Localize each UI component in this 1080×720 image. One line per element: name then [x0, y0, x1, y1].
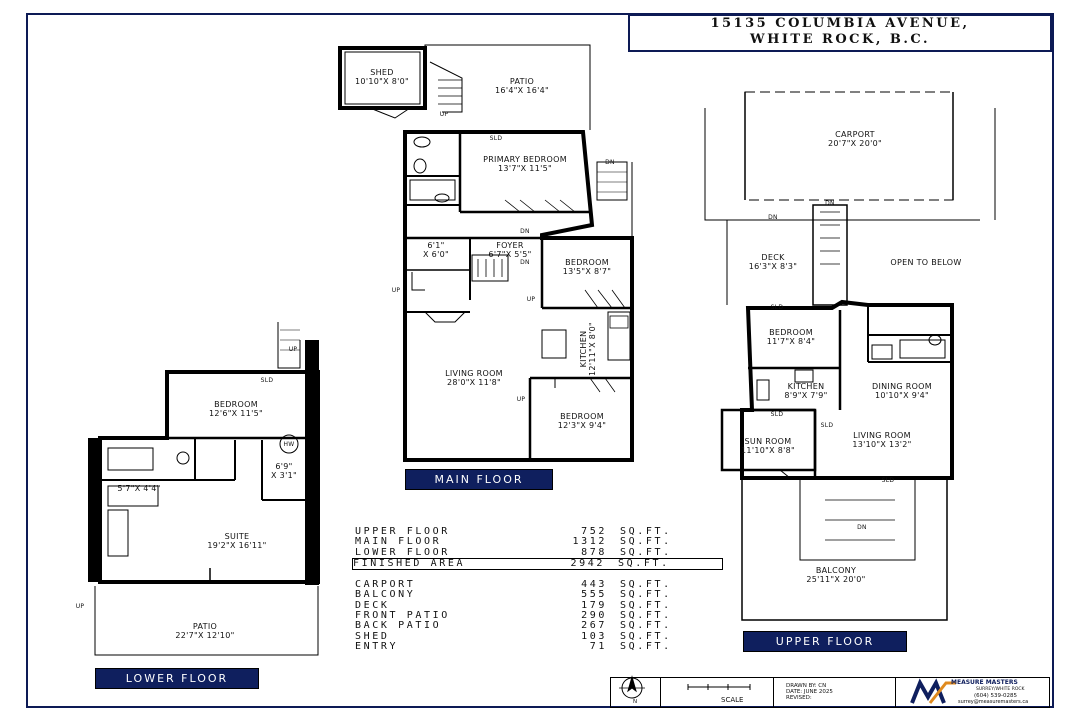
- sliding-door-mark: SLD: [820, 422, 834, 429]
- balcony-outline: [741, 478, 948, 621]
- date: DATE: JUNE 2025: [786, 689, 833, 695]
- brand-name: MEASURE MASTERS: [951, 679, 1018, 686]
- scale-bar-icon: [687, 684, 751, 690]
- drawn-by-cell: DRAWN BY: CN DATE: JUNE 2025 REVISED:: [774, 678, 896, 707]
- stair-down-mark: DN: [768, 214, 778, 221]
- main-floor-tag: MAIN FLOOR: [405, 469, 553, 490]
- email: surrey@measuremasters.ca: [958, 699, 1029, 705]
- north-label: N: [633, 699, 638, 705]
- stair-up-mark: UP: [516, 396, 526, 403]
- revised: REVISED:: [786, 695, 812, 701]
- room-label: 6'1"X 6'0": [423, 241, 449, 259]
- room-label: 5'7"X 4'4": [117, 484, 161, 493]
- north-cell: N: [611, 678, 661, 707]
- brand-cell: MEASURE MASTERS SURREY/WHITE ROCK (604) …: [896, 678, 1049, 707]
- main-exterior-walls: [403, 130, 634, 462]
- stair-down-mark: DN: [857, 524, 867, 531]
- sun-room-walls: [720, 408, 817, 472]
- scale-cell: SCALE: [661, 678, 774, 707]
- stair-down-mark: DN: [605, 159, 615, 166]
- upper-floor-tag: UPPER FLOOR: [743, 631, 907, 652]
- measure-masters-logo-icon: [910, 678, 956, 704]
- lower-floor-tag: LOWER FLOOR: [95, 668, 259, 689]
- shed-walls: [338, 46, 427, 110]
- scale-label: SCALE: [721, 696, 744, 704]
- page-border: [26, 13, 1054, 708]
- title-block: N SCALE DRAWN BY: CN DATE: JUNE 2025 REV…: [610, 677, 1050, 708]
- upper-floor-plan: [704, 91, 996, 621]
- stair-up-mark: UP: [439, 111, 449, 118]
- stair-up-mark: UP: [288, 346, 298, 353]
- hot-water-mark: HW: [283, 441, 295, 448]
- stair-down-mark: DN: [825, 200, 835, 207]
- stair-up-mark: UP: [75, 603, 85, 610]
- lower-floor-plan: [88, 322, 320, 656]
- address-box: 15135 COLUMBIA AVENUE, WHITE ROCK, B.C.: [628, 14, 1052, 52]
- sliding-door-mark: SLD: [770, 304, 784, 311]
- address-line-1: 15135 COLUMBIA AVENUE,: [710, 16, 970, 31]
- room-label: OPEN TO BELOW: [890, 258, 962, 267]
- phone: (604) 539-0285: [974, 693, 1018, 699]
- room-label: 6'9"X 3'1": [271, 462, 297, 480]
- main-floor-plan: [338, 44, 634, 462]
- stair-up-mark: UP: [391, 287, 401, 294]
- sliding-door-mark: SLD: [881, 477, 895, 484]
- sliding-door-mark: SLD: [489, 135, 503, 142]
- address-line-2: WHITE ROCK, B.C.: [749, 32, 931, 47]
- north-arrow-icon: [619, 675, 645, 699]
- stair-up-mark: UP: [526, 296, 536, 303]
- drawn-by: DRAWN BY: CN: [786, 683, 827, 689]
- sliding-door-mark: SLD: [260, 377, 274, 384]
- stair-down-mark: DN: [520, 228, 530, 235]
- sliding-door-mark: SLD: [770, 411, 784, 418]
- stair-down-mark: DN: [520, 259, 530, 266]
- brand-sub: SURREY/WHITE ROCK: [976, 687, 1025, 692]
